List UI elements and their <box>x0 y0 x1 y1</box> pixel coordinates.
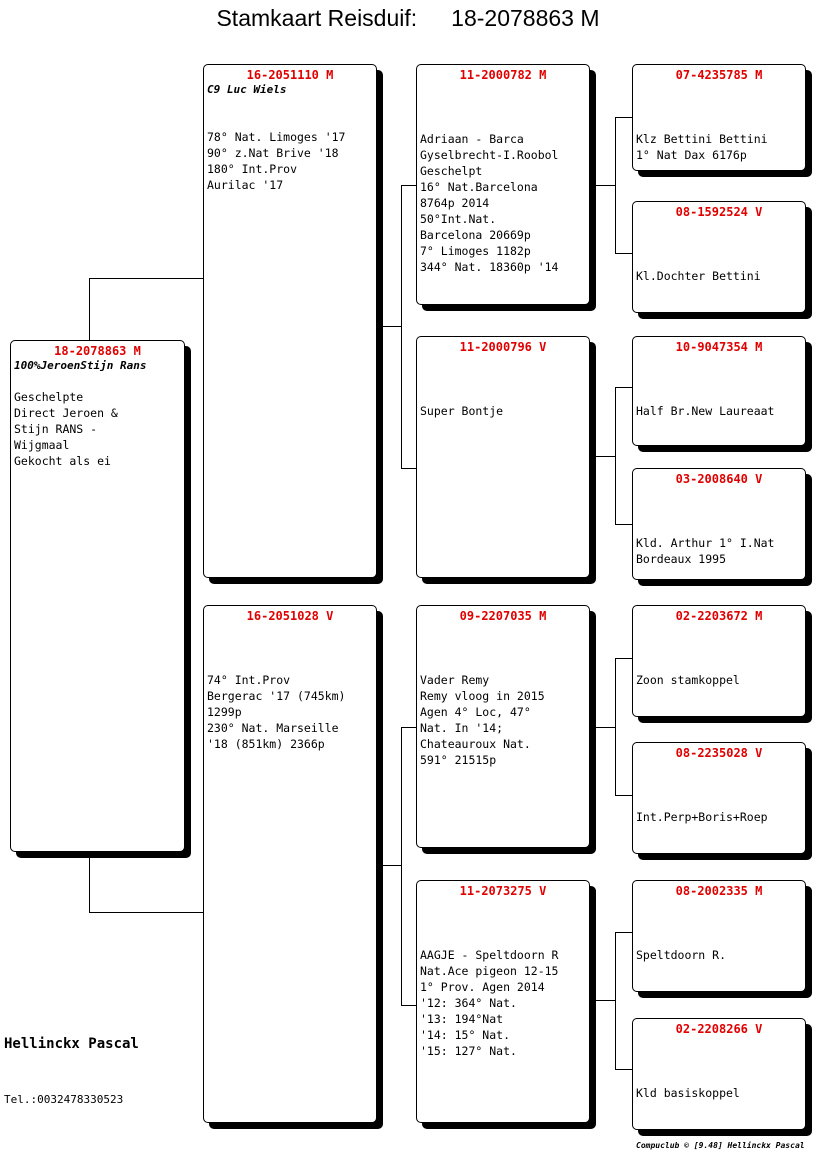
ring-number: 02-2208266 V <box>675 1022 763 1036</box>
pigeon-info: Kl.Dochter Bettini <box>636 269 761 283</box>
connector-line <box>615 387 633 388</box>
connector-line <box>401 727 418 728</box>
fmf-card[interactable]: 10-9047354 M Half Br.New Laureaat <box>632 336 806 446</box>
connector-line <box>615 932 633 933</box>
connector-line <box>89 857 90 912</box>
ring-number: 08-2235028 V <box>675 746 763 760</box>
connector-line <box>595 185 615 186</box>
page-title: Stamkaart Reisduif: 18-2078863 M <box>0 4 816 32</box>
pigeon-info: Zoon stamkoppel <box>636 673 740 687</box>
pigeon-info: Adriaan - Barca Gyselbrecht-I.Roobol Ges… <box>420 132 559 274</box>
connector-line <box>615 524 633 525</box>
fff-card[interactable]: 07-4235785 M Klz Bettini Bettini 1° Nat … <box>632 64 806 171</box>
fmm-card[interactable]: 03-2008640 V Kld. Arthur 1° I.Nat Bordea… <box>632 468 806 580</box>
ring-number: 02-2203672 M <box>675 609 763 623</box>
mmf-card[interactable]: 08-2002335 M Speltdoorn R. <box>632 880 806 992</box>
footer-credit: Compuclub © [9.48] Hellinckx Pascal <box>636 1141 805 1150</box>
pigeon-name: C9 Luc Wiels <box>207 83 287 96</box>
ring-number: 07-4235785 M <box>675 68 763 82</box>
title-ring: 18-2078863 M <box>451 5 600 31</box>
connector-line <box>381 326 401 327</box>
pigeon-info: 78° Nat. Limoges '17 90° z.Nat Brive '18… <box>207 130 346 192</box>
ring-number: 16-2051028 V <box>246 609 334 623</box>
subject-card[interactable]: 18-2078863 M 100%JeroenStijn Rans Gesche… <box>10 340 185 852</box>
pigeon-info: 74° Int.Prov Bergerac '17 (745km) 1299p … <box>207 673 346 751</box>
title-label: Stamkaart Reisduif: <box>216 5 418 31</box>
mf-card[interactable]: 09-2207035 M Vader Remy Remy vloog in 20… <box>416 605 590 848</box>
ff-card[interactable]: 11-2000782 M Adriaan - Barca Gyselbrecht… <box>416 64 590 305</box>
fm-card[interactable]: 11-2000796 V Super Bontje <box>416 336 590 578</box>
ring-number: 08-2002335 M <box>675 884 763 898</box>
connector-line <box>401 1005 418 1006</box>
ring-number: 16-2051110 M <box>246 68 334 82</box>
pigeon-info: Half Br.New Laureaat <box>636 404 775 418</box>
pigeon-info: AAGJE - Speltdoorn R Nat.Ace pigeon 12-1… <box>420 948 559 1058</box>
ffm-card[interactable]: 08-1592524 V Kl.Dochter Bettini <box>632 201 806 313</box>
pigeon-info: Klz Bettini Bettini 1° Nat Dax 6176p <box>636 132 768 162</box>
ring-number: 11-2073275 V <box>459 884 547 898</box>
connector-line <box>595 727 615 728</box>
connector-line <box>89 278 205 279</box>
pigeon-info: Speltdoorn R. <box>636 948 727 962</box>
ring-number: 11-2000796 V <box>459 340 547 354</box>
connector-line <box>595 456 615 457</box>
pigeon-info: Super Bontje <box>420 404 504 418</box>
ring-number: 03-2008640 V <box>675 472 763 486</box>
connector-line <box>615 117 633 118</box>
connector-line <box>615 932 616 1069</box>
connector-line <box>401 185 402 468</box>
pigeon-info: Int.Perp+Boris+Roep <box>636 810 768 824</box>
pigeon-info: Geschelpte Direct Jeroen & Stijn RANS - … <box>14 390 118 468</box>
connector-line <box>381 865 401 866</box>
pigeon-info: Kld. Arthur 1° I.Nat Bordeaux 1995 <box>636 536 775 566</box>
connector-line <box>615 658 616 795</box>
connector-line <box>401 727 402 1005</box>
pigeon-name: 100%JeroenStijn Rans <box>14 359 147 372</box>
connector-line <box>401 185 418 186</box>
owner-phone: Tel.:0032478330523 <box>4 1093 124 1106</box>
connector-line <box>615 253 633 254</box>
mff-card[interactable]: 02-2203672 M Zoon stamkoppel <box>632 605 806 717</box>
connector-line <box>89 912 205 913</box>
connector-line <box>615 658 633 659</box>
ring-number: 08-1592524 V <box>675 205 763 219</box>
ring-number: 18-2078863 M <box>54 344 141 358</box>
connector-line <box>615 117 616 253</box>
pigeon-info: Vader Remy Remy vloog in 2015 Agen 4° Lo… <box>420 673 545 767</box>
mmm-card[interactable]: 02-2208266 V Kld basiskoppel <box>632 1018 806 1130</box>
owner-name: Hellinckx Pascal <box>4 1036 139 1052</box>
connector-line <box>615 1069 633 1070</box>
ring-number: 11-2000782 M <box>459 68 547 82</box>
connector-line <box>401 468 418 469</box>
connector-line <box>89 278 90 342</box>
father-card[interactable]: 16-2051110 M C9 Luc Wiels 78° Nat. Limog… <box>203 64 377 578</box>
mother-card[interactable]: 16-2051028 V 74° Int.Prov Bergerac '17 (… <box>203 605 377 1123</box>
ring-number: 09-2207035 M <box>459 609 547 623</box>
pigeon-info: Kld basiskoppel <box>636 1086 740 1100</box>
connector-line <box>595 1000 615 1001</box>
mm-card[interactable]: 11-2073275 V AAGJE - Speltdoorn R Nat.Ac… <box>416 880 590 1123</box>
connector-line <box>615 795 633 796</box>
connector-line <box>615 387 616 524</box>
mfm-card[interactable]: 08-2235028 V Int.Perp+Boris+Roep <box>632 742 806 854</box>
ring-number: 10-9047354 M <box>675 340 763 354</box>
